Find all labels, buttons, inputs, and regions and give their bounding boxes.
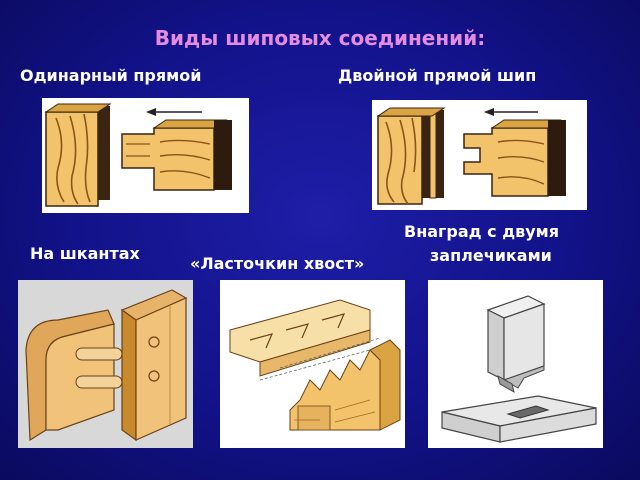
double-straight-tenon-illustration [372, 100, 587, 210]
caption-dowels: На шкантах [30, 244, 140, 263]
caption-housing-line2: заплечиками [430, 246, 552, 265]
single-straight-tenon-illustration [42, 98, 249, 213]
caption-double-straight: Двойной прямой шип [338, 66, 537, 85]
caption-single-straight: Одинарный прямой [20, 66, 202, 85]
dovetail-joint-illustration [220, 280, 405, 448]
housing-joint-illustration [428, 280, 603, 448]
dowel-joint-illustration [18, 280, 193, 448]
slide-title: Виды шиповых соединений: [154, 26, 486, 50]
caption-dovetail: «Ласточкин хвост» [190, 254, 365, 273]
caption-housing-line1: Внаград с двумя [404, 222, 560, 241]
